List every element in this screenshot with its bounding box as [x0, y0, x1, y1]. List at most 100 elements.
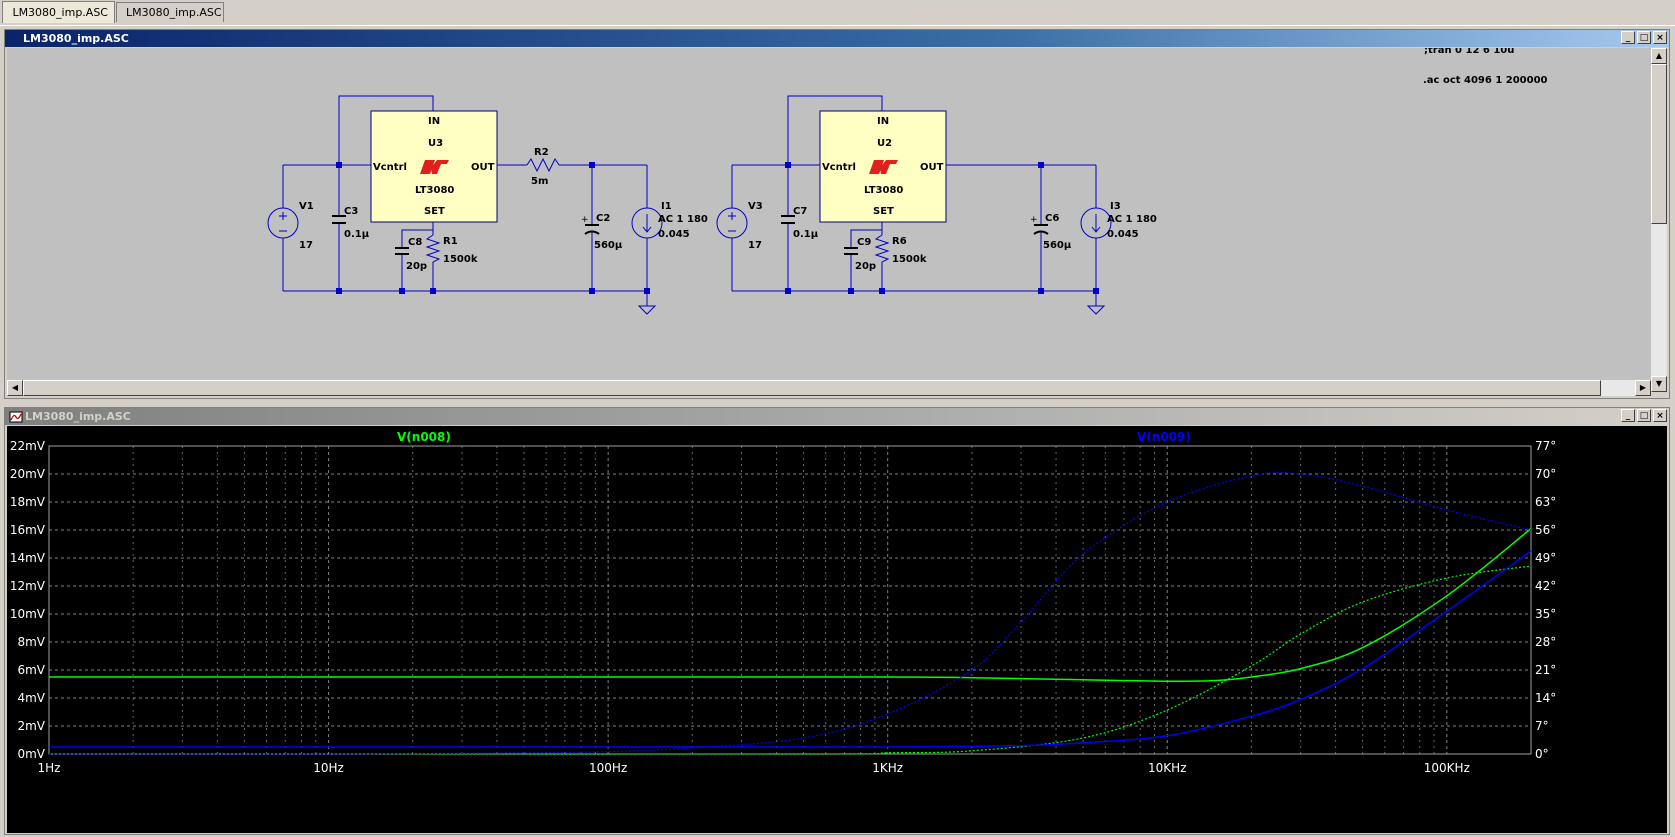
y-left-tick-label: 14mV: [10, 551, 46, 565]
v3-ref: V3: [748, 201, 763, 212]
close-button[interactable]: ×: [1653, 409, 1667, 422]
maximize-button[interactable]: □: [1637, 409, 1651, 422]
c7-value: 0.1µ: [793, 229, 819, 240]
c8-value: 20p: [406, 261, 427, 272]
c6-value: 560µ: [1043, 240, 1072, 251]
i1-ac: AC 1 180: [658, 214, 708, 225]
u2-ref: U2: [877, 138, 892, 149]
r2-ref: R2: [534, 147, 549, 158]
tab-schematic-label: LM3080_imp.ASC: [12, 6, 108, 19]
tab-schematic[interactable]: LM3080_imp.ASC: [2, 1, 115, 23]
tab-waveform[interactable]: LM3080_imp.ASC: [116, 2, 224, 22]
x-tick-label: 10Hz: [313, 761, 344, 775]
y-left-tick-label: 0mV: [17, 747, 45, 761]
trace-label-n008[interactable]: V(n008): [397, 430, 451, 444]
magnitude-trace-1: [49, 550, 1532, 748]
y-right-tick-label: 35°: [1535, 607, 1556, 621]
i3-ac: AC 1 180: [1107, 214, 1157, 225]
r6-value: 1500k: [892, 254, 927, 265]
x-tick-label: 1Hz: [38, 761, 61, 775]
y-left-tick-label: 10mV: [10, 607, 46, 621]
y-right-tick-label: 77°: [1535, 439, 1556, 453]
ac-directive: .ac oct 4096 1 200000: [1423, 75, 1548, 86]
x-tick-label: 100Hz: [589, 761, 627, 775]
y-right-tick-label: 28°: [1535, 635, 1556, 649]
waveform-title: LM3080_imp.ASC: [25, 410, 131, 423]
u2-pin-out: OUT: [920, 162, 944, 173]
u2-pin-in: IN: [877, 116, 889, 127]
schematic-horizontal-scrollbar[interactable]: ◀ ▶: [7, 380, 1651, 396]
u3-pin-out: OUT: [471, 162, 495, 173]
c3-ref: C3: [344, 206, 358, 217]
schematic-window: LM3080_imp.ASC _ □ × ;tran 0 12 6 10u .a…: [4, 29, 1670, 399]
u3-pin-set: SET: [424, 206, 445, 217]
tran-directive: ;tran 0 12 6 10u: [1424, 48, 1514, 56]
y-left-tick-label: 18mV: [10, 495, 46, 509]
y-left-tick-label: 16mV: [10, 523, 46, 537]
y-right-tick-label: 63°: [1535, 495, 1556, 509]
waveform-titlebar[interactable]: LM3080_imp.ASC _ □ ×: [5, 408, 1669, 425]
minimize-button[interactable]: _: [1621, 409, 1635, 422]
i1-ref: I1: [661, 201, 672, 212]
scroll-right-arrow-icon[interactable]: ▶: [1635, 380, 1651, 396]
schematic-drawing: ;tran 0 12 6 10u .ac oct 4096 1 200000: [267, 48, 1548, 315]
trace-label-n009[interactable]: V(n009): [1137, 430, 1191, 444]
i3-ref: I3: [1110, 201, 1121, 212]
y-right-tick-label: 7°: [1535, 719, 1549, 733]
c9-value: 20p: [855, 261, 876, 272]
left-axis-ticks: 0mV2mV4mV6mV8mV10mV12mV14mV16mV18mV20mV2…: [10, 439, 46, 761]
minimize-button[interactable]: _: [1621, 31, 1635, 44]
y-right-tick-label: 56°: [1535, 523, 1556, 537]
u3-part: LT3080: [415, 185, 454, 196]
c9-ref: C9: [857, 237, 871, 248]
y-left-tick-label: 20mV: [10, 467, 46, 481]
c6-ref: C6: [1045, 213, 1059, 224]
c3-value: 0.1µ: [344, 229, 370, 240]
y-left-tick-label: 12mV: [10, 579, 46, 593]
schematic-title: LM3080_imp.ASC: [23, 32, 129, 45]
lt-logo-icon: [869, 160, 898, 174]
y-right-tick-label: 14°: [1535, 691, 1556, 705]
y-right-tick-label: 42°: [1535, 579, 1556, 593]
u3-ref: U3: [428, 138, 443, 149]
v3-value: 17: [748, 240, 762, 251]
vertical-scroll-thumb[interactable]: [1651, 64, 1667, 224]
scroll-left-arrow-icon[interactable]: ◀: [7, 380, 23, 396]
schematic-vertical-scrollbar[interactable]: ▲ ▼: [1651, 48, 1667, 392]
maximize-button[interactable]: □: [1637, 31, 1651, 44]
lt-logo-icon: [420, 160, 449, 174]
svg-text:+: +: [1030, 215, 1038, 225]
r2-value: 5m: [531, 176, 548, 187]
x-tick-label: 10KHz: [1148, 761, 1186, 775]
r1-ref: R1: [443, 236, 458, 247]
scroll-up-arrow-icon[interactable]: ▲: [1651, 48, 1667, 64]
u2-pin-vctrl: Vcntrl: [822, 162, 856, 173]
u2-part: LT3080: [864, 185, 903, 196]
plot-curves: [48, 472, 1532, 755]
y-left-tick-label: 2mV: [17, 719, 45, 733]
schematic-canvas[interactable]: ;tran 0 12 6 10u .ac oct 4096 1 200000: [7, 48, 1651, 392]
phase-trace-0: [48, 565, 1532, 755]
close-button[interactable]: ×: [1653, 31, 1667, 44]
waveform-icon: [9, 411, 23, 422]
schematic-titlebar[interactable]: LM3080_imp.ASC _ □ ×: [5, 30, 1669, 47]
c2-value: 560µ: [594, 240, 623, 251]
plot-grid: [48, 445, 1532, 755]
c2-ref: C2: [596, 213, 610, 224]
plot-frame: [48, 445, 1532, 755]
v1-ref: V1: [299, 201, 314, 212]
y-left-tick-label: 4mV: [17, 691, 45, 705]
y-right-tick-label: 21°: [1535, 663, 1556, 677]
tab-waveform-label: LM3080_imp.ASC: [126, 6, 222, 19]
x-tick-label: 100KHz: [1424, 761, 1470, 775]
horizontal-scroll-thumb[interactable]: [23, 380, 1601, 396]
u3-pin-in: IN: [428, 116, 440, 127]
y-left-tick-label: 22mV: [10, 439, 46, 453]
y-left-tick-label: 8mV: [17, 635, 45, 649]
phase-trace-1: [48, 472, 1532, 755]
y-right-tick-label: 70°: [1535, 467, 1556, 481]
scroll-down-arrow-icon[interactable]: ▼: [1651, 376, 1667, 392]
